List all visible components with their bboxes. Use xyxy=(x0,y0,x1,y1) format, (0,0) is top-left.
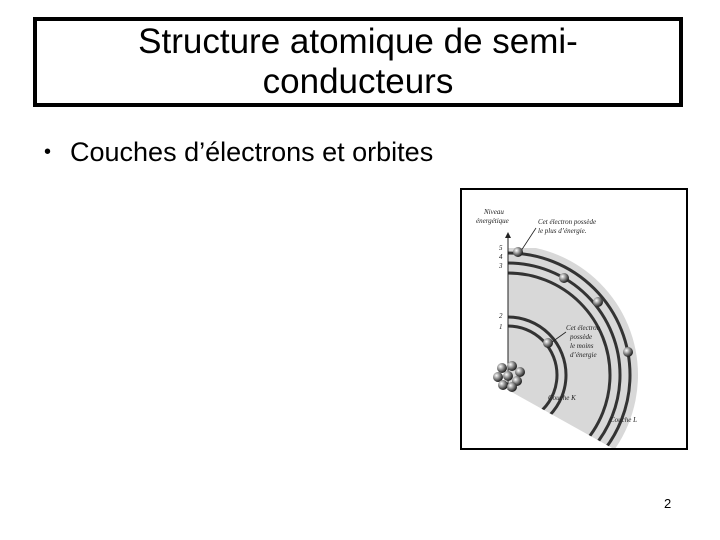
top-note-line1: Cet électron possède xyxy=(538,218,596,226)
electron-outer-4 xyxy=(623,347,633,357)
electron-outer-3 xyxy=(593,297,603,307)
electron-outer-1 xyxy=(513,247,523,257)
inner-note-pointer xyxy=(551,331,567,343)
nucleus xyxy=(493,361,525,392)
top-note-line2: le plus d’énergie. xyxy=(538,227,587,235)
electron-outer-2 xyxy=(559,273,569,283)
inner-note-line1: Cet électron xyxy=(566,324,601,332)
slide-title: Structure atomique de semi-conducteurs xyxy=(138,22,578,101)
level-label-3: 3 xyxy=(498,262,503,270)
level-label-1: 1 xyxy=(499,323,503,331)
bullet-dot-icon: • xyxy=(44,141,52,163)
title-box: Structure atomique de semi-conducteurs xyxy=(33,17,683,107)
axis-label-line2: énergétique xyxy=(476,217,509,225)
inner-note-line4: d’énergie xyxy=(570,351,597,359)
shell-l-label: Couche L xyxy=(610,416,637,424)
electron-inner-1 xyxy=(543,338,553,348)
atom-shell-diagram: Niveau énergétique 5 4 3 2 1 Cet électro… xyxy=(476,208,638,448)
level-label-2: 2 xyxy=(499,312,503,320)
axis-arrow-icon xyxy=(505,232,511,238)
inner-note-line2: possède xyxy=(569,333,592,341)
atom-shell-figure: Niveau énergétique 5 4 3 2 1 Cet électro… xyxy=(460,188,688,450)
inner-note-line3: le moins xyxy=(570,342,594,350)
axis-label-line1: Niveau xyxy=(483,208,504,216)
page-number: 2 xyxy=(664,496,672,511)
level-label-4: 4 xyxy=(499,253,503,261)
bullet-item: • Couches d’électrons et orbites xyxy=(44,136,433,168)
level-label-5: 5 xyxy=(499,244,503,252)
shell-k-label: Couche K xyxy=(548,394,576,402)
bullet-text: Couches d’électrons et orbites xyxy=(70,137,434,167)
